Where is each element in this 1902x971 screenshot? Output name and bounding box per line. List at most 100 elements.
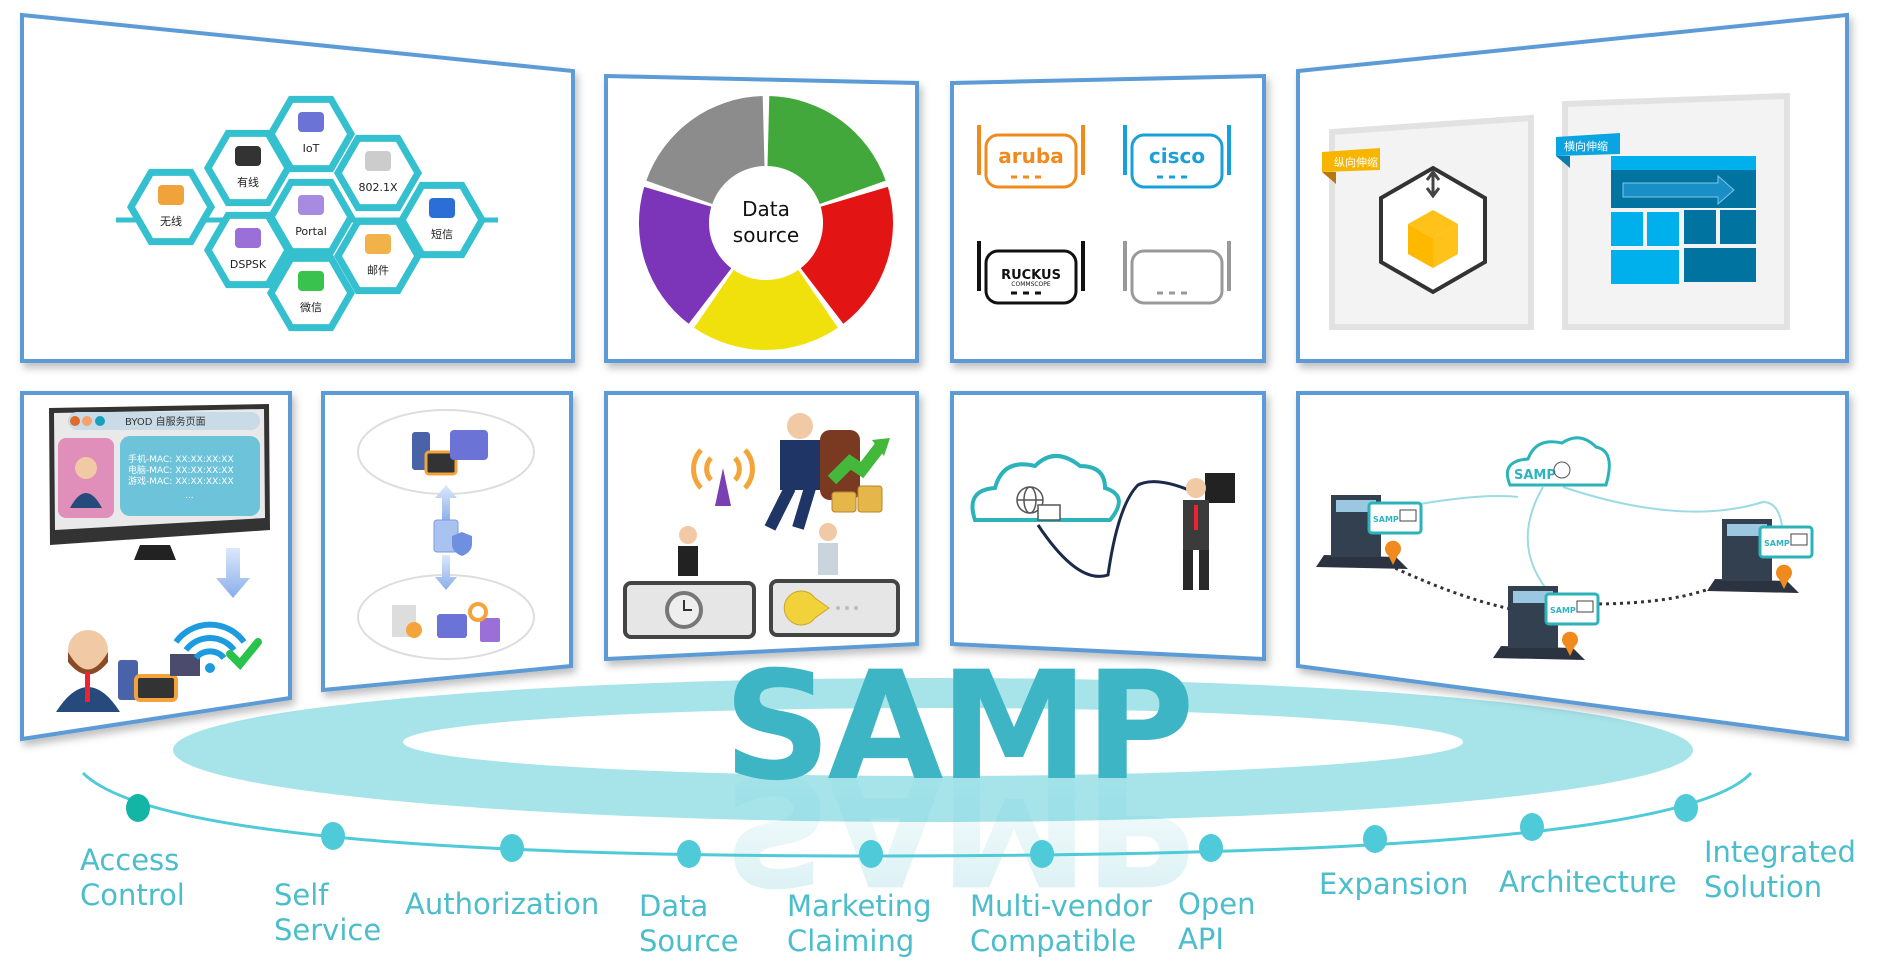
timeline-dot [1520,813,1544,841]
hex-item-label: 邮件 [367,264,389,277]
hex-item-icon [158,185,184,205]
mac-line-1: 手机-MAC: XX:XX:XX:XX [128,453,234,465]
vertical-tag [1322,148,1380,172]
businessman-chair-illustration [764,413,890,531]
hex-item-label: Portal [295,225,327,238]
timeline-label-line2: Control [80,878,185,912]
timeline-dot [1199,834,1223,862]
mac-line-3: 游戏-MAC: XX:XX:XX:XX [128,475,234,487]
wifi-connected-icon [173,621,262,673]
timeline-dot [1030,840,1054,868]
panel-byod-self-service: BYOD 自服务页面 手机-MAC: XX:XX:XX:XX 电脑-MAC: X… [20,391,292,742]
ruckus-sub-label: COMMSCOPE [1011,281,1051,288]
panel-authorization [321,391,573,693]
building-site: SAMP [1493,586,1600,660]
samp-ring [173,678,1693,822]
hex-item: 邮件 [333,217,423,295]
phone-screen-watch [623,581,756,639]
timeline-dot [1363,825,1387,853]
router-generic [1123,241,1231,305]
byod-window-title: BYOD 自服务页面 [125,415,206,428]
timeline-label-line1: Integrated [1704,835,1856,869]
hex-item-label: 无线 [160,214,182,228]
timeline-label-line1: Marketing [787,889,932,923]
timeline-label-line2: Compatible [970,924,1136,958]
timeline-label-line1: Access [80,843,179,877]
hex-item-label: IoT [303,142,320,155]
donut-segment [646,96,765,204]
router-aruba: aruba [977,125,1085,189]
vertical-scaling-card: 纵向伸缩 [1322,114,1534,330]
person-plug-illustration [1183,473,1235,590]
timeline-dot [677,840,701,868]
mac-line-2: 电脑-MAC: XX:XX:XX:XX [128,464,234,476]
horizontal-tag-label: 横向伸缩 [1564,139,1608,153]
grid-layout-icon [1611,156,1756,284]
vendor-label: aruba [998,144,1063,168]
location-pin-icon [1775,564,1792,589]
hex-item-label: 802.1X [358,181,397,194]
down-arrow-icon [216,548,250,598]
cube-icon [1379,165,1487,295]
hex-item: 无线 [126,168,216,246]
timeline-label-line1: Self [274,878,329,912]
timeline-dot [1674,794,1698,822]
location-pin-icon [1384,540,1402,565]
timeline-label-line2: Claiming [787,924,914,958]
timeline-label-line1: Architecture [1499,865,1677,899]
hex-item: DSPSK [203,211,293,289]
user-devices-illustration [56,630,200,712]
mac-ellipsis: ... [185,491,194,501]
hex-item-icon [298,271,324,291]
timeline-label-line1: Expansion [1319,867,1468,901]
vertical-tag-label: 纵向伸缩 [1334,155,1378,169]
hex-item-icon [298,195,324,215]
panel-data-source: Data source [604,73,919,363]
router-ruckus: RUCKUS [977,241,1085,305]
hex-item-icon [429,198,455,218]
timeline-label-line2: API [1178,922,1224,956]
hex-item-icon [365,234,391,254]
hex-item-icon [235,146,261,166]
hex-item: 短信 [397,181,487,259]
donut-segment [800,186,894,324]
donut-label-line1: Data [742,197,790,221]
customers-illustration [678,523,838,576]
hex-item-label: 有线 [237,175,259,189]
building-site: SAMP [1707,519,1814,593]
panel-architecture: SAMP SAMP SAMP SAMP [1296,391,1849,742]
site-samp-label: SAMP [1764,539,1790,548]
samp-logo-title: SAMP [723,640,1190,814]
router-cisco: cisco [1123,125,1231,189]
timeline-label-line2: Service [274,913,381,947]
vendor-label: RUCKUS [1001,268,1061,283]
hex-item-label: 短信 [431,227,453,241]
site-samp-label: SAMP [1550,606,1576,615]
timeline-label-line1: Multi-vendor [970,889,1152,923]
donut-segment [694,270,838,351]
building-site: SAMP [1316,495,1423,569]
samp-cloud: SAMP [1505,436,1611,487]
devices-icon [412,430,488,476]
vendor-label: cisco [1149,144,1205,168]
hex-item-icon [298,112,324,132]
horizontal-scaling-card: 横向伸缩 [1556,92,1790,330]
hex-item-icon [365,151,391,171]
up-arrow-icon [435,485,457,522]
timeline-label-line2: Solution [1704,870,1822,904]
hex-item-icon [235,228,261,248]
timeline-dot [500,834,524,862]
samp-logo-reflection: SAMP [723,742,1190,916]
globe-monitor-icon [1016,486,1061,521]
donut-segment [767,96,886,204]
timeline-dot [321,822,345,850]
panel-open-api [950,391,1266,662]
